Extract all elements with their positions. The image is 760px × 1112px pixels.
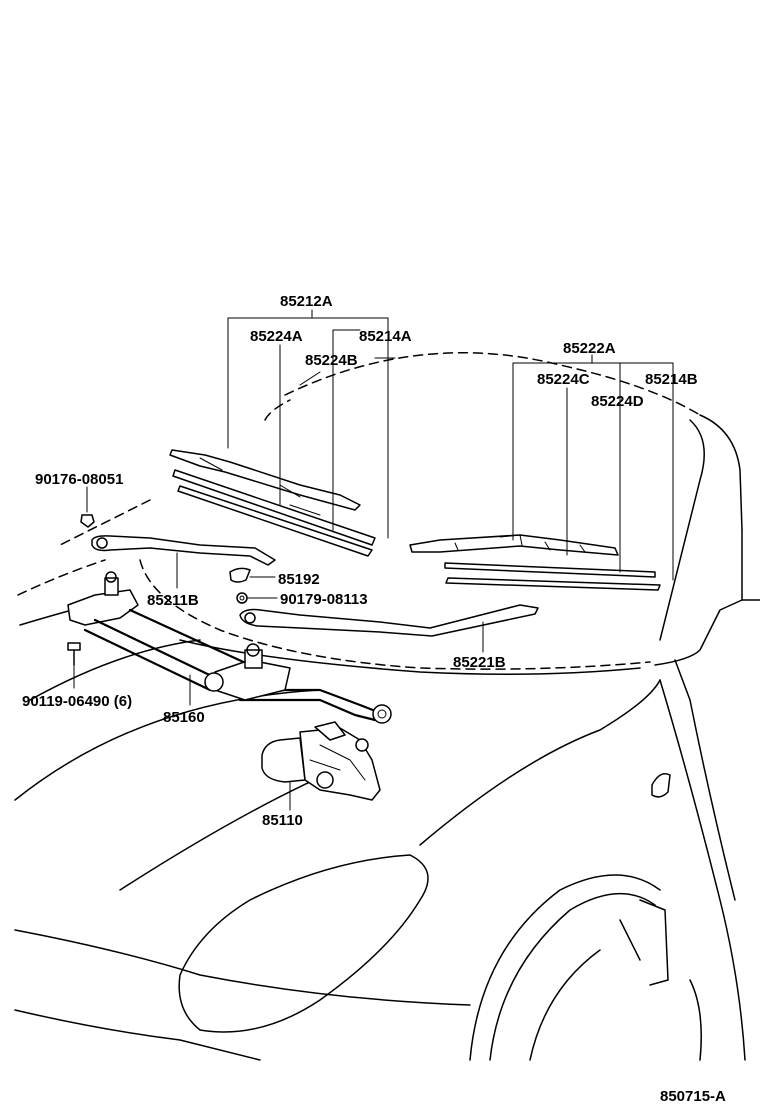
- label-85160: 85160: [163, 709, 205, 726]
- label-85224D: 85224D: [591, 393, 644, 410]
- label-85192: 85192: [278, 571, 320, 588]
- wiper-blade-85212A: [169, 449, 376, 557]
- wiper-blade-85222A: [409, 534, 661, 591]
- label-85224B: 85224B: [305, 352, 358, 369]
- label-90176-08051: 90176-08051: [35, 471, 123, 488]
- diagram-code: 850715-A: [660, 1088, 726, 1105]
- label-85222A: 85222A: [563, 340, 616, 357]
- wiper-motor-85110: [261, 721, 381, 801]
- car-body-outline: [14, 352, 760, 1061]
- wiper-arm-85221B: [239, 604, 539, 637]
- fasteners: [67, 514, 251, 666]
- label-85214B: 85214B: [645, 371, 698, 388]
- label-85110: 85110: [262, 812, 303, 829]
- label-85221B: 85221B: [453, 654, 506, 671]
- label-85224A: 85224A: [250, 328, 303, 345]
- label-85211B: 85211B: [147, 592, 199, 609]
- wiper-arm-85211B: [91, 535, 276, 566]
- wiper-link-85160: [67, 571, 392, 724]
- label-85214A: 85214A: [359, 328, 412, 345]
- label-90119-06490: 90119-06490 (6): [22, 693, 132, 710]
- label-90179-08113: 90179-08113: [280, 591, 368, 608]
- label-85212A: 85212A: [280, 293, 333, 310]
- label-85224C: 85224C: [537, 371, 590, 388]
- leader-lines: [73, 309, 674, 811]
